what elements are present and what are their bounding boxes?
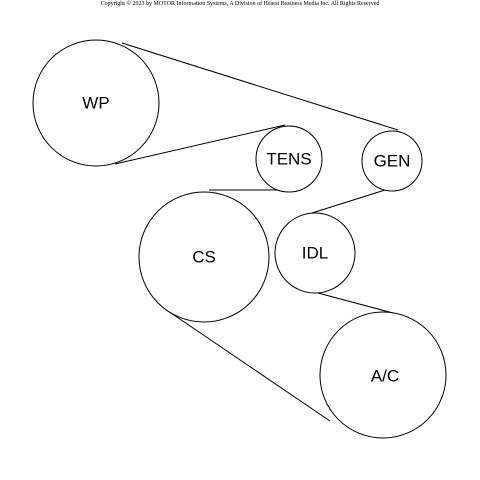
pulley-tens: TENS bbox=[255, 125, 323, 193]
belt-segment-gen-idl bbox=[311, 189, 386, 214]
pulley-idl-circle bbox=[274, 212, 356, 294]
pulley-label-cs: CS bbox=[192, 247, 216, 266]
copyright-notice: Copyright © 2023 by MOTOR Information Sy… bbox=[100, 1, 380, 7]
belt bbox=[114, 42, 399, 422]
belt-segment-idl-ac bbox=[317, 292, 394, 314]
pulley-tens-circle bbox=[255, 125, 323, 193]
pulley-idl: IDL bbox=[274, 212, 356, 294]
pulley-label-wp: WP bbox=[82, 93, 109, 112]
belt-segment-wp-tens bbox=[114, 124, 286, 165]
pulley-label-gen: GEN bbox=[374, 151, 411, 170]
pulley-gen-circle bbox=[361, 130, 423, 192]
pulley-ac: A/C bbox=[319, 311, 447, 439]
pulley-ac-circle bbox=[319, 311, 447, 439]
pulley-gen: GEN bbox=[361, 130, 423, 192]
pulley-label-ac: A/C bbox=[371, 366, 399, 385]
belt-segment-wp-gen bbox=[121, 42, 399, 131]
pulley-label-tens: TENS bbox=[266, 149, 311, 168]
pulley-cs-circle bbox=[138, 191, 270, 323]
pulley-cs: CS bbox=[138, 191, 270, 323]
pulley-label-idl: IDL bbox=[302, 243, 328, 262]
belt-segment-ac-cs bbox=[167, 310, 331, 422]
pulley-wp: WP bbox=[32, 39, 160, 167]
pulley-wp-circle bbox=[32, 39, 160, 167]
